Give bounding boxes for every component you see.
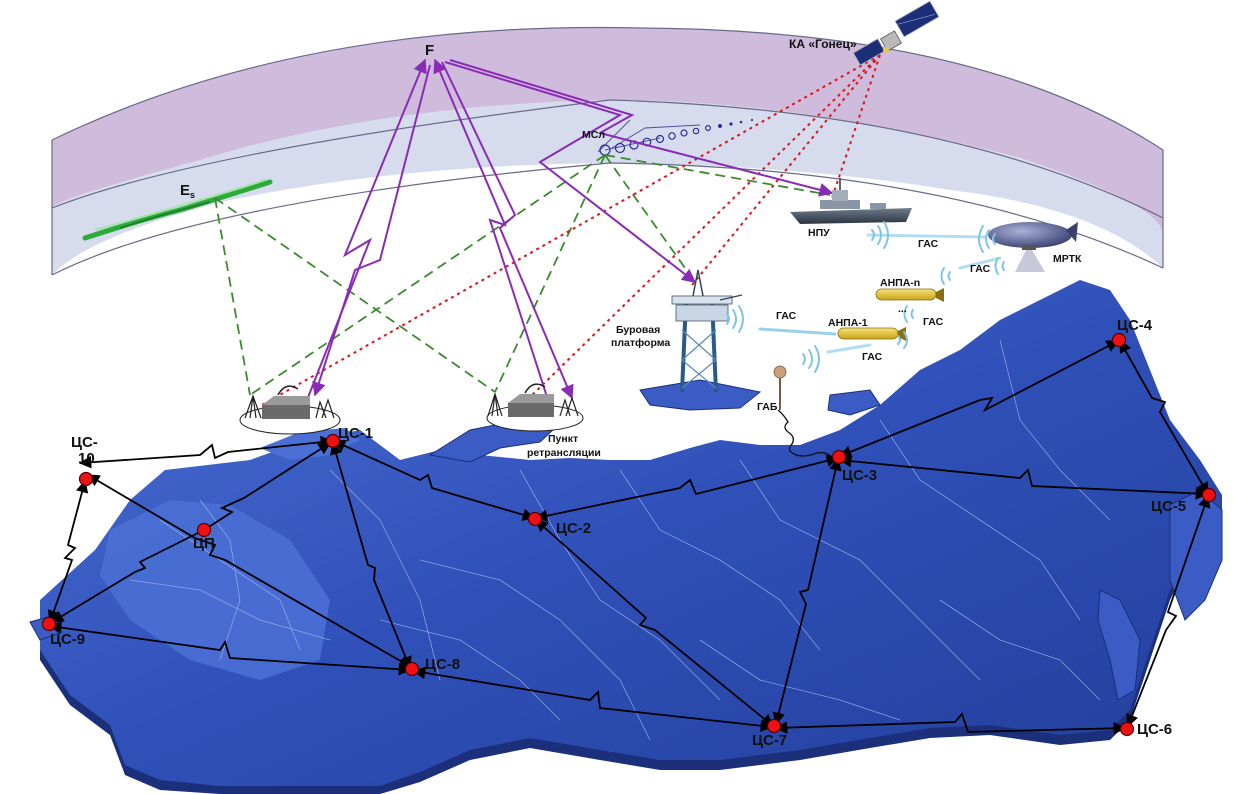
node-markers (41, 332, 1217, 737)
wired-links (47, 339, 1211, 735)
es-label: Es (180, 182, 195, 200)
ground-station-relay (486, 383, 584, 432)
ionosphere-f-layer-band (52, 27, 1163, 268)
anpa-dots: ... (898, 303, 907, 315)
node-cp (196, 522, 212, 538)
hf-path-f-cs1 (312, 64, 431, 397)
link-cs10-cs8 (86, 474, 413, 668)
anpa-1-vehicle (837, 327, 906, 341)
hf-path-f-platform (444, 61, 697, 283)
relay-label-line1: Пункт (548, 433, 578, 445)
link-cs8-cs7 (412, 666, 774, 733)
node-cs3 (831, 449, 847, 465)
mrtk-airship (988, 222, 1078, 272)
link-cs3-cs5 (838, 454, 1209, 500)
gas-label-npu: ГАС (918, 238, 939, 250)
meteor-link-msl-cs1 (249, 154, 606, 396)
link-cp-cs1 (203, 442, 332, 531)
satellite-gonets (852, 0, 940, 66)
ionosphere-e-layer-band (52, 100, 1163, 275)
cp-label: ЦП (193, 535, 215, 552)
cs4-label: ЦС-4 (1117, 317, 1153, 334)
link-cs3-cs7 (772, 457, 842, 726)
ionospheric-paths (304, 58, 834, 406)
node-cs8 (404, 661, 420, 677)
cs6-label: ЦС-6 (1137, 721, 1172, 738)
anpa-n-label: АНПА-n (880, 277, 920, 289)
meteor-link-es-cs1 (214, 197, 251, 396)
cs5-label: ЦС-5 (1151, 498, 1186, 515)
meteor-trail-es (82, 179, 273, 241)
node-cs6 (1119, 721, 1135, 737)
ionosphere (51, 26, 1164, 276)
msl-label: МСл (582, 129, 605, 141)
node-cs7 (766, 718, 782, 734)
cs10-label-line1: ЦС- (71, 434, 98, 451)
ionosphere-middle-edge (51, 99, 1164, 219)
meteor-link-msl-relay (494, 154, 606, 393)
node-cs9 (41, 616, 57, 632)
text-labels: КА «Гонец» F Es МСл НПУ МРТК АНПА-n ... … (50, 37, 1186, 749)
gas-label-mrtk: ГАС (970, 263, 991, 275)
link-cs3-cs4 (838, 340, 1120, 458)
ground-station-cs1 (239, 385, 341, 435)
satellite-link-relay (524, 54, 881, 403)
ship-npu (790, 178, 912, 224)
cs7-label: ЦС-7 (752, 732, 787, 749)
node-cs4 (1111, 332, 1127, 348)
gas-label-platform: ГАС (776, 310, 797, 322)
link-cs7-cs6 (774, 712, 1127, 735)
gas-label-gab: ГАС (862, 351, 883, 363)
cs10-label-line2: 10 (78, 450, 95, 467)
meteor-link-msl-platform (604, 154, 691, 276)
node-cs10 (78, 471, 94, 487)
link-cs2-cs3 (534, 454, 840, 522)
link-cs1-cs8 (330, 441, 412, 670)
link-cs5-cs6 (1126, 494, 1211, 728)
hf-path-f-relay (441, 61, 574, 400)
anpa-n-vehicle (875, 288, 944, 302)
link-cs1-cs2 (332, 439, 536, 521)
platform-label-line1: Буровая (616, 324, 660, 336)
cs8-label: ЦС-8 (425, 656, 460, 673)
npu-label: НПУ (808, 227, 830, 239)
gas-label-anpa: ГАС (923, 316, 944, 328)
link-cp-cs9 (50, 529, 205, 623)
cs9-label: ЦС-9 (50, 631, 85, 648)
link-cs2-cs7 (535, 519, 774, 727)
link-cs10-cs1 (78, 435, 334, 469)
hf-path-relay-f (433, 58, 549, 401)
satellite-label: КА «Гонец» (789, 37, 857, 51)
meteor-link-msl-npu (604, 154, 831, 196)
satellite-link-platform (691, 54, 881, 286)
hf-path-f-npu (449, 59, 834, 197)
link-cs10-cs9 (47, 479, 89, 624)
mrtk-label: МРТК (1053, 253, 1082, 265)
gab-label: ГАБ (757, 401, 778, 413)
gab-buoy (773, 365, 849, 461)
relay-label-line2: ретрансляции (527, 447, 601, 459)
f-layer-label: F (425, 42, 434, 59)
satellite-links (261, 54, 881, 406)
anpa-1-label: АНПА-1 (828, 317, 868, 329)
node-cs5 (1201, 487, 1217, 503)
cs2-label: ЦС-2 (556, 520, 591, 537)
ionosphere-outer-edge (51, 26, 1164, 151)
link-cs4-cs5 (1119, 339, 1209, 496)
map-arctic-islands (639, 379, 762, 411)
cs1-label: ЦС-1 (338, 425, 373, 442)
meteor-burst-links (214, 154, 831, 396)
drilling-platform (671, 269, 743, 393)
link-cs9-cs8 (48, 621, 412, 676)
platform-label-line2: платформа (611, 337, 670, 349)
node-cs2 (527, 511, 543, 527)
meteor-link-es-relay (214, 197, 496, 393)
node-cs1 (325, 433, 341, 449)
cs3-label: ЦС-3 (842, 467, 877, 484)
